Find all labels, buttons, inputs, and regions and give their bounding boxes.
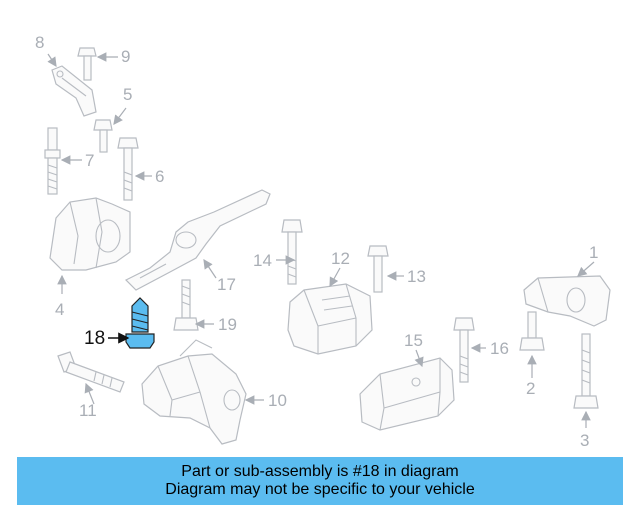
callout-6: 6 — [155, 167, 165, 186]
part-3-bolt[interactable] — [573, 333, 599, 409]
part-12-mount[interactable] — [287, 283, 373, 355]
part-5-bolt[interactable] — [93, 119, 113, 153]
callout-11: 11 — [79, 401, 97, 420]
callout-17: 17 — [217, 275, 236, 294]
callout-18-highlighted: 18 — [84, 328, 106, 349]
callout-13: 13 — [407, 267, 426, 286]
part-11-bolt[interactable] — [57, 351, 125, 393]
callout-15: 15 — [404, 331, 423, 350]
callout-9: 9 — [121, 47, 131, 66]
callout-5: 5 — [123, 85, 133, 104]
part-19-bolt[interactable] — [173, 279, 199, 331]
part-14-bolt[interactable] — [281, 219, 303, 285]
callout-10: 10 — [268, 391, 287, 410]
callout-14: 14 — [253, 251, 272, 270]
part-4-mount[interactable] — [49, 197, 131, 271]
part-9-bolt[interactable] — [77, 47, 97, 81]
callout-16: 16 — [490, 339, 509, 358]
banner-line-1: Part or sub-assembly is #18 in diagram — [181, 463, 459, 480]
callout-19: 19 — [218, 315, 237, 334]
part-15-bracket[interactable] — [359, 357, 455, 431]
banner-line-2: Diagram may not be specific to your vehi… — [165, 481, 475, 498]
part-18-bolt-highlighted[interactable] — [125, 297, 155, 349]
callout-2: 2 — [526, 379, 536, 398]
callout-1: 1 — [589, 243, 599, 262]
leader-arrows — [47, 52, 595, 428]
callout-8: 8 — [35, 33, 45, 52]
part-1-bracket[interactable] — [523, 275, 611, 327]
callout-7: 7 — [85, 151, 95, 170]
part-16-bolt[interactable] — [453, 317, 475, 383]
part-6-bolt[interactable] — [117, 137, 139, 201]
part-2-bolt[interactable] — [519, 311, 545, 351]
info-banner: Part or sub-assembly is #18 in diagram D… — [17, 457, 623, 505]
callout-3: 3 — [580, 431, 590, 450]
callout-4: 4 — [55, 300, 65, 319]
part-8-bracket[interactable] — [51, 65, 97, 117]
callout-12: 12 — [331, 249, 350, 268]
part-10-mount[interactable] — [141, 339, 247, 445]
part-7-stud[interactable] — [44, 127, 61, 195]
part-17-torque-arm[interactable] — [124, 189, 271, 291]
part-13-bolt[interactable] — [367, 245, 389, 293]
